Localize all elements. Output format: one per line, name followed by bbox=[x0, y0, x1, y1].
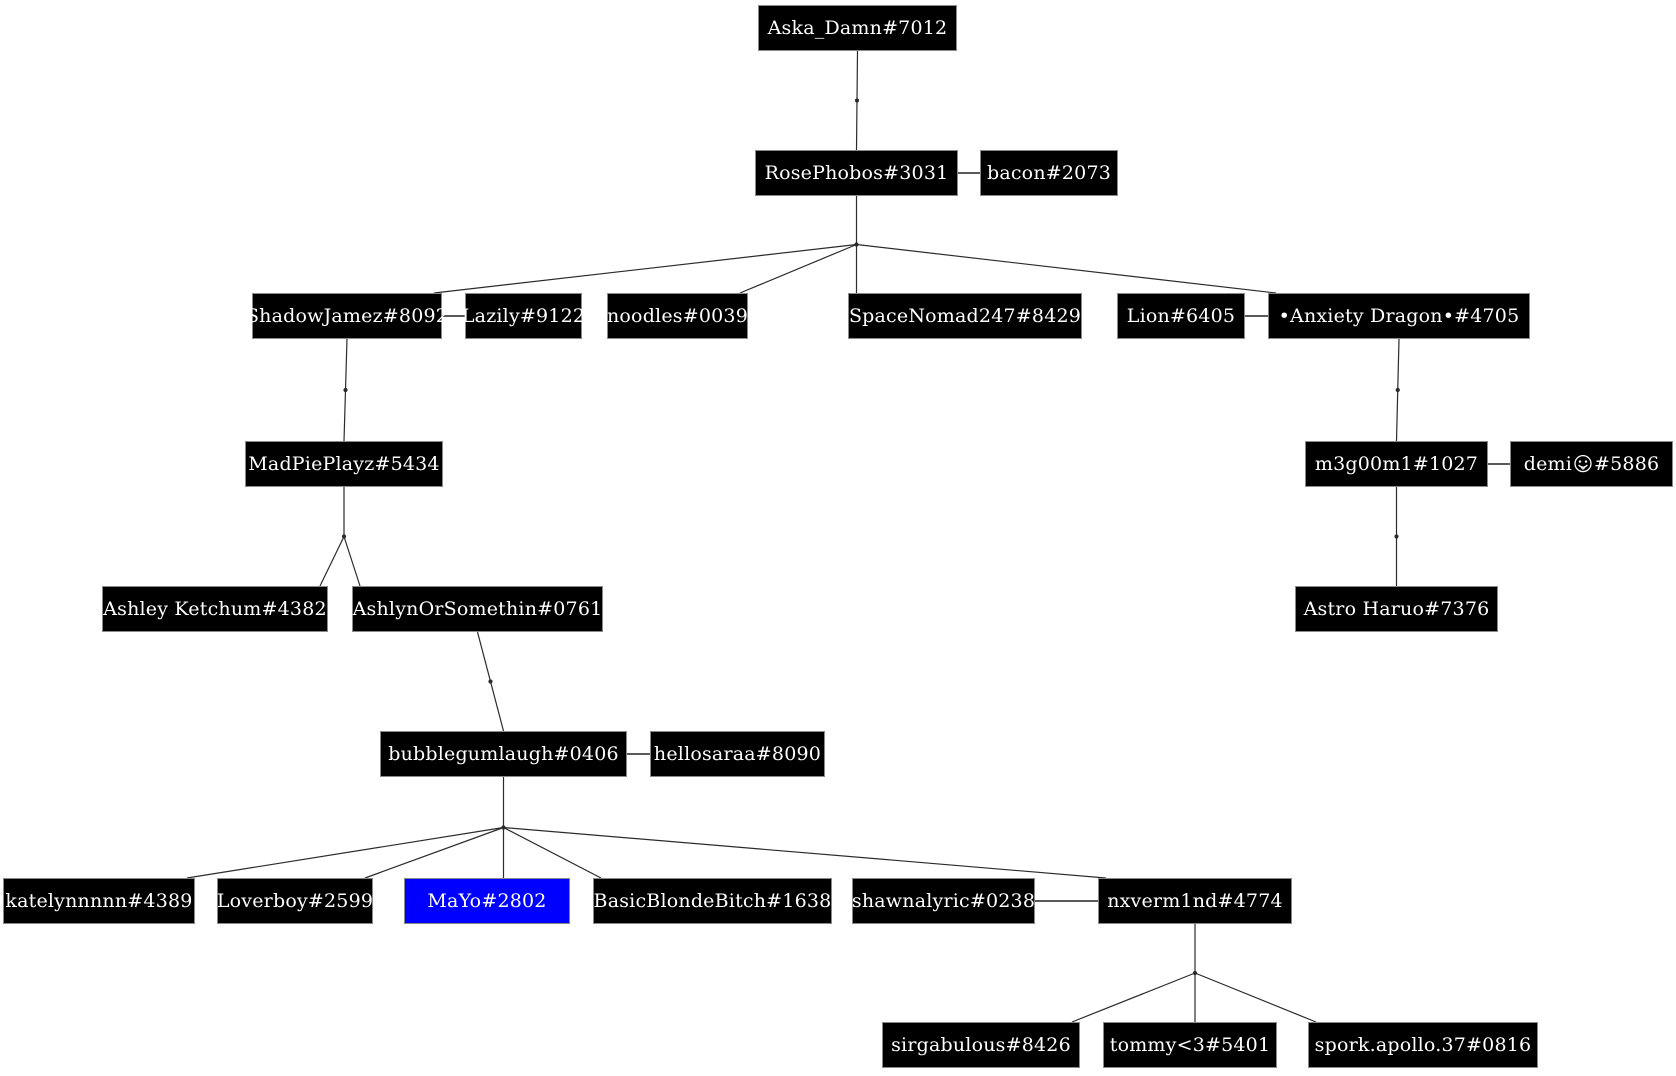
tree-node-lion: Lion#6405 bbox=[1117, 293, 1245, 339]
tree-node-rose: RosePhobos#3031 bbox=[755, 150, 958, 196]
family-junction-dot bbox=[488, 679, 493, 684]
family-junction-dot bbox=[343, 387, 348, 393]
tree-edge bbox=[503, 826, 1107, 879]
tree-node-shawn: shawnalyric#0238 bbox=[852, 878, 1035, 924]
tree-node-hello: hellosaraa#8090 bbox=[650, 731, 825, 777]
tree-node-mayo: MaYo#2802 bbox=[404, 878, 570, 924]
tree-node-m3g: m3g00m1#1027 bbox=[1305, 441, 1488, 487]
tree-edge bbox=[739, 243, 857, 294]
family-junction-dot bbox=[854, 98, 860, 103]
tree-node-sir: sirgabulous#8426 bbox=[882, 1022, 1080, 1068]
tree-node-basic: BasicBlondeBitch#1638 bbox=[593, 878, 832, 924]
tree-node-noodles: noodles#0039 bbox=[607, 293, 748, 339]
tree-node-space: SpaceNomad247#8429 bbox=[848, 293, 1082, 339]
tree-node-nx: nxverm1nd#4774 bbox=[1098, 878, 1292, 924]
tree-node-shadow: ShadowJamez#8092 bbox=[246, 293, 448, 339]
tree-edge bbox=[343, 536, 361, 587]
family-junction-dot bbox=[1395, 387, 1400, 393]
tree-edge bbox=[319, 536, 345, 587]
tree-node-spork: spork.apollo.37#0816 bbox=[1308, 1022, 1538, 1068]
tree-node-astro: Astro Haruo#7376 bbox=[1295, 586, 1498, 632]
tree-edge bbox=[1194, 972, 1317, 1023]
tree-node-ashlyn: AshlynOrSomethin#0761 bbox=[352, 586, 603, 632]
tree-edge bbox=[186, 826, 504, 879]
tree-edge bbox=[503, 826, 602, 879]
tree-node-anxiety: •Anxiety Dragon•#4705 bbox=[1268, 293, 1530, 339]
tree-node-tommy: tommy<3#5401 bbox=[1103, 1022, 1277, 1068]
tree-node-ashley: Ashley Ketchum#4382 bbox=[102, 586, 328, 632]
tree-node-lazily: Lazily#9122 bbox=[462, 293, 585, 339]
tree-edge bbox=[433, 243, 857, 294]
tree-node-kate: katelynnnnn#4389 bbox=[3, 878, 195, 924]
tree-node-lover: Loverboy#2599 bbox=[217, 878, 373, 924]
tree-edge bbox=[856, 243, 1277, 294]
tree-node-bacon: bacon#2073 bbox=[980, 150, 1118, 196]
tree-edge bbox=[364, 826, 504, 879]
family-junction-dot bbox=[1394, 534, 1399, 539]
tree-node-bubble: bubblegumlaugh#0406 bbox=[380, 731, 627, 777]
tree-node-aska: Aska_Damn#7012 bbox=[758, 5, 957, 51]
tongue-out-emoji-icon bbox=[1574, 454, 1592, 473]
tree-node-madpie: MadPiePlayz#5434 bbox=[245, 441, 443, 487]
tree-edge bbox=[1071, 972, 1196, 1023]
tree-node-demi: demi #5886 bbox=[1510, 441, 1673, 487]
